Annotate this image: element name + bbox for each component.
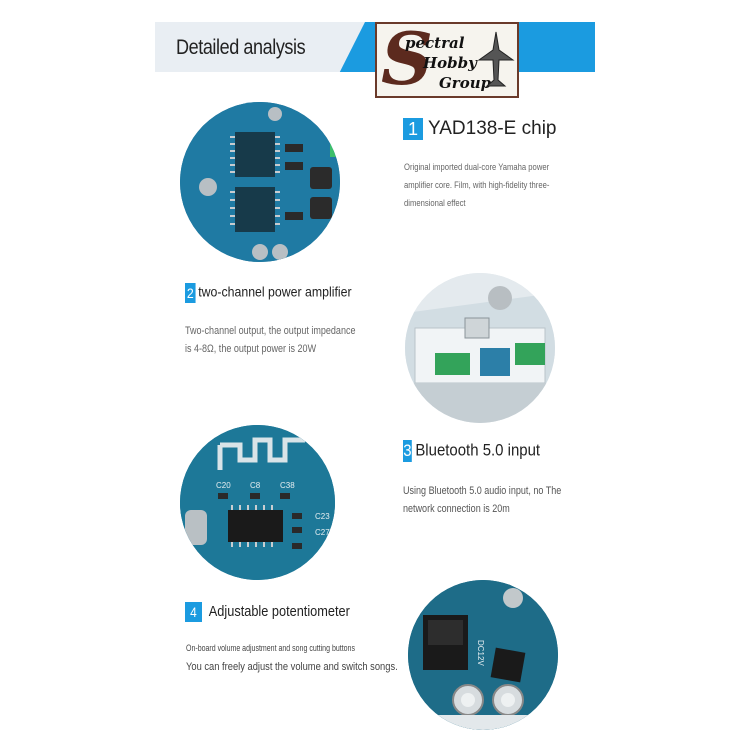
- label-c38: C38: [280, 481, 295, 490]
- chip-board-photo: [180, 102, 340, 262]
- feature-3-number: 3: [403, 440, 412, 462]
- feature-3-title: Bluetooth 5.0 input: [415, 440, 541, 460]
- feature-3-description: Using Bluetooth 5.0 audio input, no The …: [403, 485, 562, 515]
- logo-line-3: Group: [439, 74, 492, 92]
- label-c20: C20: [216, 481, 231, 490]
- feature-4-description-line-1: On-board volume adjustment and song cutt…: [186, 643, 355, 653]
- feature-1-number: 1: [403, 118, 423, 140]
- feature-4-description-line-2: You can freely adjust the volume and swi…: [186, 661, 398, 673]
- logo-line-1: pectral: [405, 34, 465, 52]
- page-title: Detailed analysis: [176, 36, 306, 59]
- feature-4-heading: 4 Adjustable potentiometer: [185, 602, 350, 622]
- feature-2-title: two-channel power amplifier: [198, 283, 352, 300]
- feature-2-description: Two-channel output, the output impedance…: [185, 325, 356, 355]
- feature-4-title: Adjustable potentiometer: [208, 602, 350, 620]
- feature-4-number: 4: [185, 602, 202, 622]
- feature-1-description: Original imported dual-core Yamaha power…: [404, 162, 550, 208]
- output-terminals-photo: [405, 273, 555, 423]
- feature-2-number: 2: [185, 283, 196, 303]
- logo-initial: S: [381, 22, 433, 98]
- aircraft-icon: [477, 31, 515, 87]
- label-c8: C8: [250, 481, 261, 490]
- control-buttons-photo: DC12V: [408, 580, 558, 730]
- brand-logo: S pectral Hobby Group: [375, 22, 519, 98]
- label-c23: C23: [315, 512, 330, 521]
- logo-line-2: Hobby: [423, 54, 477, 72]
- bluetooth-board-photo: C20 C8 C38 C23 C27: [180, 425, 335, 580]
- label-dc12v: DC12V: [476, 640, 485, 666]
- label-c27: C27: [315, 528, 330, 537]
- header-tab: [155, 22, 365, 72]
- feature-1-title: YAD138-E chip: [428, 118, 557, 140]
